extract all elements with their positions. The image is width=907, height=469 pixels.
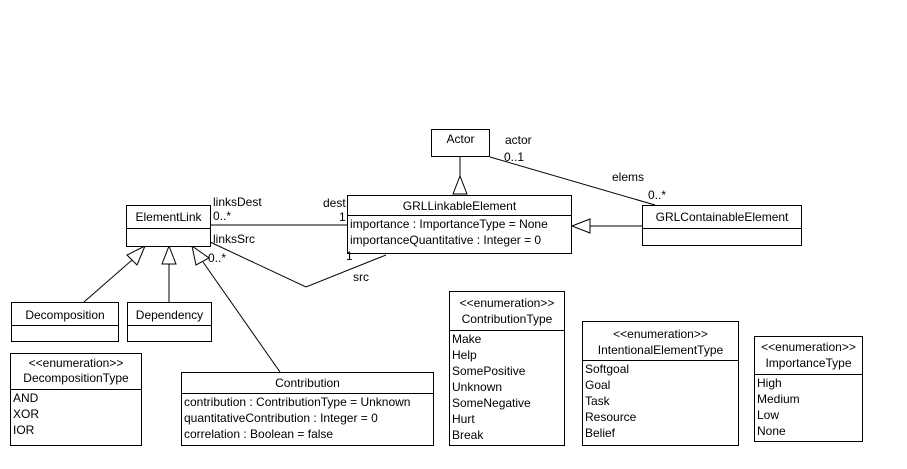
- class-grl-containable-element[interactable]: GRLContainableElement: [642, 205, 802, 246]
- enum-literal: Hurt: [452, 412, 475, 426]
- attribute: quantitativeContribution : Integer = 0: [184, 411, 378, 425]
- class-name: Actor: [446, 132, 475, 146]
- multiplicity-src-label: 1: [346, 249, 353, 263]
- class-name: ElementLink: [135, 210, 202, 224]
- class-element-link[interactable]: ElementLink: [126, 205, 211, 247]
- multiplicity-dest-label: 1: [339, 210, 346, 224]
- enum-intentional-element-type[interactable]: <<enumeration>> IntentionalElementType S…: [582, 321, 739, 446]
- enum-literal: SomePositive: [452, 364, 526, 378]
- role-src-label: src: [353, 270, 369, 284]
- attribute: correlation : Boolean = false: [184, 427, 334, 441]
- generalization-arrow-dependency: [161, 244, 177, 265]
- generalization-arrow-containable: [570, 218, 591, 234]
- class-attributes: [12, 325, 118, 340]
- class-attributes: [643, 228, 801, 243]
- enum-literal: Goal: [585, 378, 611, 392]
- class-actor[interactable]: Actor: [431, 129, 490, 157]
- class-attributes: [127, 228, 210, 243]
- enum-name: ImportanceType: [765, 356, 852, 370]
- role-links-dest-label: linksDest: [213, 195, 262, 209]
- class-attributes: [128, 325, 211, 340]
- enum-literal: Softgoal: [585, 362, 630, 376]
- enum-decomposition-type[interactable]: <<enumeration>> DecompositionType AND XO…: [10, 353, 142, 446]
- multiplicity-actor-label: 0..1: [504, 150, 525, 164]
- enum-literal: SomeNegative: [452, 396, 531, 410]
- multiplicity-elems-label: 0..*: [648, 188, 667, 202]
- role-dest-label: dest: [323, 196, 346, 210]
- class-name: Dependency: [135, 308, 204, 322]
- generalization-arrow-actor: [452, 174, 468, 195]
- enum-literal: Medium: [757, 392, 800, 406]
- generalization-line-decomposition: [83, 259, 133, 303]
- enum-literals: Softgoal Goal Task Resource Belief: [583, 360, 738, 441]
- association-actor-elems: [489, 156, 656, 206]
- class-attributes: contribution : ContributionType = Unknow…: [182, 393, 433, 442]
- class-grl-linkable-element[interactable]: GRLLinkableElement importance : Importan…: [347, 195, 572, 254]
- enum-literals: High Medium Low None: [755, 374, 862, 439]
- generalization-arrow-decomposition: [126, 244, 146, 266]
- role-elems-label: elems: [612, 170, 645, 184]
- class-name: GRLContainableElement: [655, 210, 789, 224]
- enum-literals: AND XOR IOR: [11, 389, 141, 438]
- class-dependency[interactable]: Dependency: [127, 302, 212, 342]
- class-name: GRLLinkableElement: [402, 199, 517, 213]
- enum-literal: Unknown: [452, 380, 503, 394]
- enum-literal: Break: [452, 428, 484, 442]
- enum-literal: IOR: [13, 423, 35, 437]
- enum-literal: XOR: [13, 407, 40, 421]
- enum-literal: Resource: [585, 410, 637, 424]
- generalization-line-contribution: [202, 261, 281, 373]
- class-decomposition[interactable]: Decomposition: [11, 302, 119, 342]
- class-contribution[interactable]: Contribution contribution : Contribution…: [181, 372, 434, 446]
- enum-literal: Make: [452, 332, 482, 346]
- enum-name: DecompositionType: [23, 371, 129, 385]
- association-links-src: [209, 241, 387, 288]
- enum-literal: None: [757, 424, 786, 438]
- enum-name: IntentionalElementType: [597, 343, 724, 357]
- enum-name: ContributionType: [461, 312, 553, 326]
- enum-stereotype: <<enumeration>>: [459, 296, 555, 310]
- multiplicity-links-src-label: 0..*: [208, 251, 227, 265]
- class-attributes: importance : ImportanceType = None impor…: [348, 215, 571, 248]
- attribute: importance : ImportanceType = None: [350, 217, 548, 231]
- attribute: importanceQuantitative : Integer = 0: [350, 233, 542, 247]
- class-name: Decomposition: [25, 308, 105, 322]
- enum-literal: Belief: [585, 426, 616, 440]
- enum-stereotype: <<enumeration>>: [613, 327, 708, 341]
- enum-literal: AND: [13, 391, 39, 405]
- attribute: contribution : ContributionType = Unknow…: [184, 395, 411, 409]
- role-actor-label: actor: [505, 133, 532, 147]
- enum-literal: Low: [757, 408, 780, 422]
- enum-stereotype: <<enumeration>>: [761, 340, 856, 354]
- enum-literal: Task: [585, 394, 610, 408]
- enum-literal: Help: [452, 348, 477, 362]
- class-name: Contribution: [275, 376, 340, 390]
- enum-stereotype: <<enumeration>>: [28, 356, 124, 370]
- role-links-src-label: linksSrc: [213, 232, 256, 246]
- enum-importance-type[interactable]: <<enumeration>> ImportanceType High Medi…: [754, 336, 863, 442]
- enum-contribution-type[interactable]: <<enumeration>> ContributionType Make He…: [449, 291, 565, 446]
- enum-literal: High: [757, 376, 782, 390]
- enum-literals: Make Help SomePositive Unknown SomeNegat…: [450, 330, 564, 443]
- generalization-arrow-contribution: [191, 244, 210, 266]
- multiplicity-links-dest-label: 0..*: [213, 209, 232, 223]
